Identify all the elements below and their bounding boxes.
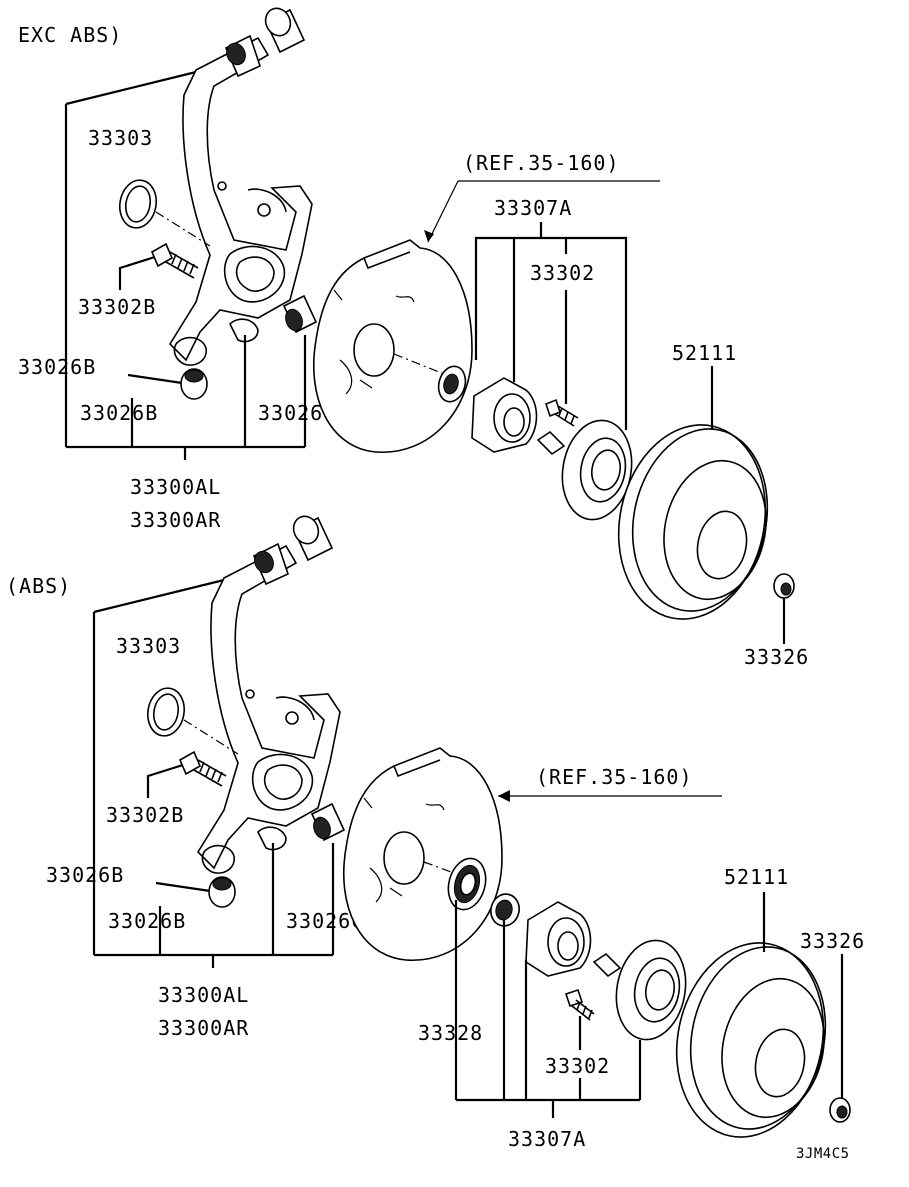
bushing-top-upper — [224, 7, 306, 78]
bushing-top-lower — [252, 515, 334, 586]
label-33326-upper: 33326 — [744, 645, 809, 669]
label-33302B-lower: 33302B — [106, 803, 184, 827]
seal-lower — [490, 893, 520, 927]
brake-rotor-52111-upper — [617, 366, 769, 620]
label-33026B-a-lower: 33026B — [46, 863, 124, 887]
drawing-code: 3JM4C5 — [796, 1146, 850, 1162]
label-33303-lower: 33303 — [116, 634, 181, 658]
ref-label-lower: (REF.35-160) — [536, 765, 693, 789]
label-33328: 33328 — [418, 1021, 483, 1045]
backing-plate-lower — [342, 747, 503, 961]
wheel-hub-upper — [536, 419, 633, 521]
section-label-abs: (ABS) — [6, 574, 71, 598]
dust-seal-33303-lower — [146, 687, 239, 755]
backing-plate-upper — [312, 239, 473, 453]
label-33307A-lower: 33307A — [508, 1127, 586, 1151]
lower-assembly: (ABS) — [6, 515, 865, 1151]
label-52111-lower: 52111 — [724, 865, 789, 889]
bearing-housing-lower — [525, 901, 592, 977]
label-33300AL-lower: 33300AL — [158, 983, 249, 1007]
label-33026B-b: 33026B — [80, 401, 158, 425]
ref-label-upper: (REF.35-160) — [463, 151, 620, 175]
dust-seal-33303-upper — [118, 179, 211, 247]
label-33300AR-lower: 33300AR — [158, 1016, 249, 1040]
bushing-33026B-lower — [208, 876, 236, 908]
group-bracket-33300 — [64, 70, 307, 460]
label-33026B-a: 33026B — [18, 355, 96, 379]
abs-ring-33328 — [447, 857, 487, 911]
label-33326-lower: 33326 — [800, 929, 865, 953]
cap-33326-lower — [829, 954, 851, 1123]
bolt-33302B-lower — [178, 750, 227, 787]
hub-bolt-33302-upper — [545, 398, 579, 427]
ref-arrow-lower — [498, 790, 722, 802]
upper-assembly: EXC ABS) — [18, 7, 809, 669]
steering-knuckle-lower — [196, 544, 341, 874]
label-33300AR: 33300AR — [130, 508, 221, 532]
bushing-33026C-lower — [310, 802, 346, 842]
hub-bolt-33302-lower — [564, 988, 595, 1021]
cap-33326-upper — [773, 573, 795, 644]
wheel-hub-lower — [592, 939, 687, 1041]
bushing-33026B-upper — [180, 368, 208, 400]
label-33302B: 33302B — [78, 295, 156, 319]
group-bracket-33307A-upper — [474, 222, 628, 430]
group-bracket-33300-lower — [92, 578, 335, 968]
label-33307A-upper: 33307A — [494, 196, 572, 220]
bolt-33302B-upper — [150, 242, 199, 279]
label-33026B-b-lower: 33026B — [108, 909, 186, 933]
seal-upper — [437, 365, 467, 403]
brake-rotor-52111-lower — [675, 892, 827, 1138]
group-bracket-33307A-lower — [454, 900, 642, 1118]
label-33303: 33303 — [88, 126, 153, 150]
label-33302-lower: 33302 — [545, 1054, 610, 1078]
label-52111-upper: 52111 — [672, 341, 737, 365]
bearing-housing-upper — [471, 377, 538, 453]
bushing-33026C-upper — [282, 294, 318, 334]
label-33300AL: 33300AL — [130, 475, 221, 499]
ref-arrow-upper — [424, 180, 660, 243]
steering-knuckle-upper — [168, 36, 313, 366]
section-label-exc-abs: EXC ABS) — [18, 23, 122, 47]
label-33302-upper: 33302 — [530, 261, 595, 285]
